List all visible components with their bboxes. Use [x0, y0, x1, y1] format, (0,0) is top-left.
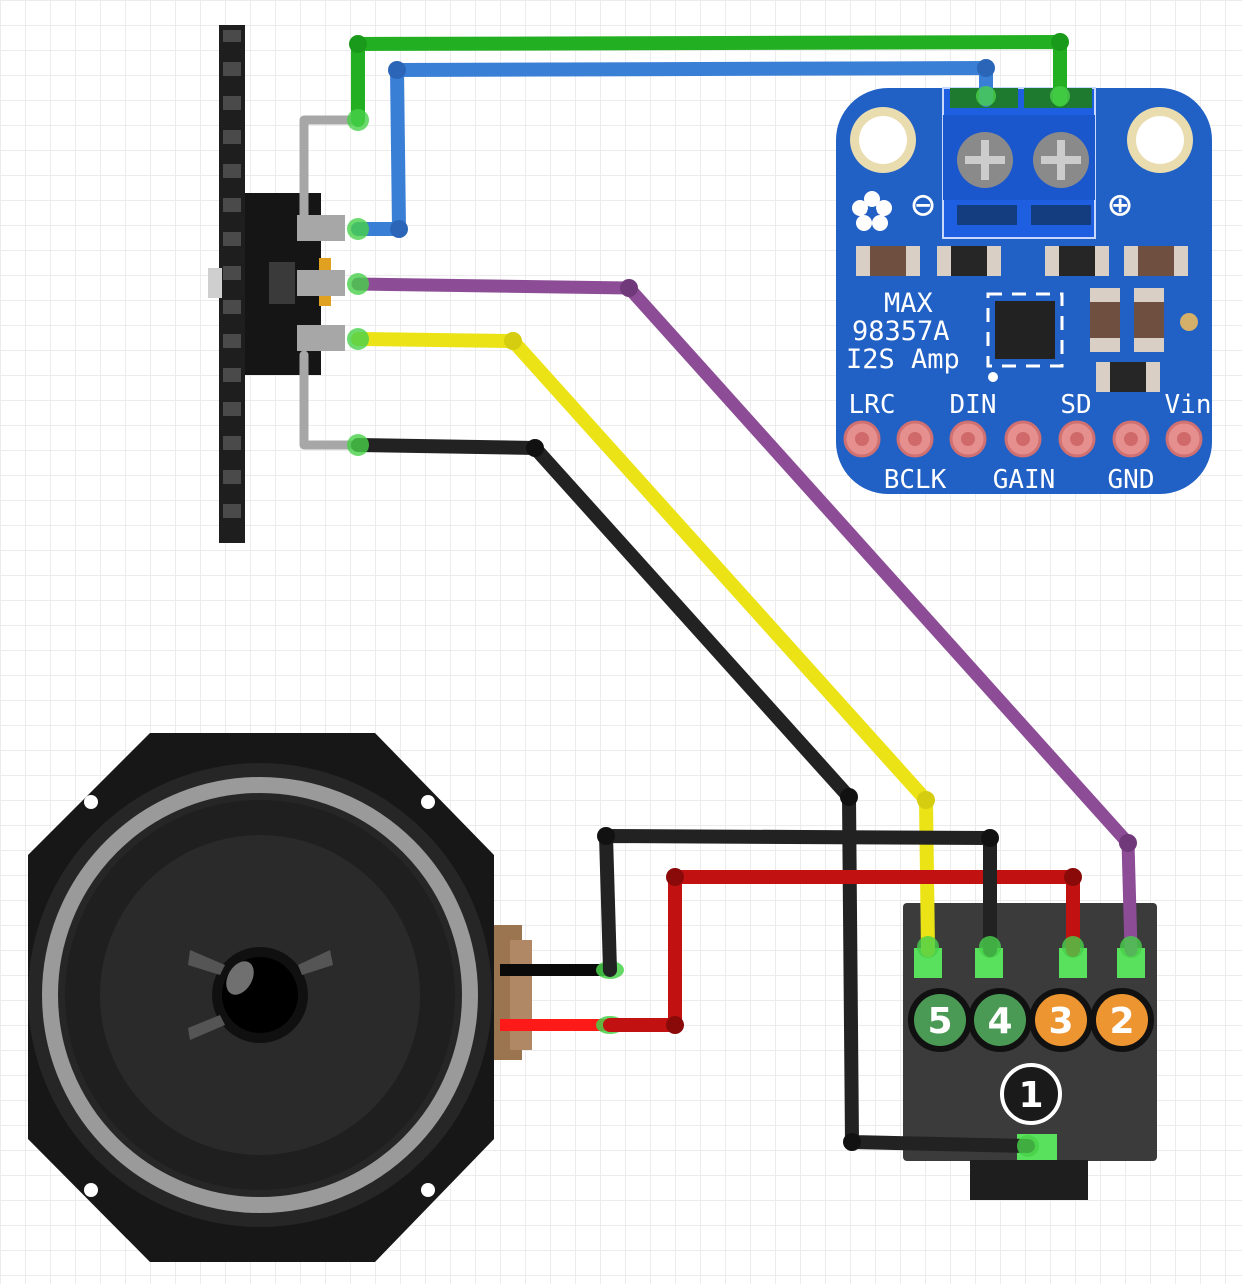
jack-pin-4-label: 4 — [987, 1001, 1012, 1042]
wire-green — [351, 35, 1067, 127]
adafruit-flower-icon — [852, 191, 892, 231]
pin-label-gnd: GND — [1108, 465, 1155, 495]
minus-symbol: ⊖ — [911, 182, 935, 228]
pin-label-gain: GAIN — [993, 465, 1056, 495]
pin-label-din: DIN — [950, 390, 997, 420]
speaker-icon — [28, 733, 624, 1262]
wire-black-speaker — [599, 829, 997, 977]
pin-label-vin: Vin — [1165, 390, 1212, 420]
jack-pin-2-label: 2 — [1109, 1001, 1134, 1042]
plus-symbol: ⊕ — [1108, 182, 1132, 228]
potentiometer-icon — [208, 25, 363, 543]
chip-label-line1: MAX — [884, 288, 933, 319]
screw-terminal-icon — [942, 87, 1096, 239]
chip-label-line2: 98357A — [852, 316, 950, 347]
pin-label-bclk: BCLK — [884, 465, 947, 495]
wires — [347, 33, 1142, 1157]
jack-pin-3-label: 3 — [1048, 1001, 1073, 1042]
amp-board: ⊖ ⊕ MAX 98357A I2S Amp LRC — [836, 87, 1212, 495]
chip-label-line3: I2S Amp — [846, 344, 960, 375]
jack-pin-5-label: 5 — [927, 1001, 952, 1042]
pin-label-lrc: LRC — [849, 390, 896, 420]
jack-pin-1-label: 1 — [1018, 1075, 1043, 1116]
pin-label-sd: SD — [1060, 390, 1091, 420]
wire-purple — [351, 277, 1138, 957]
